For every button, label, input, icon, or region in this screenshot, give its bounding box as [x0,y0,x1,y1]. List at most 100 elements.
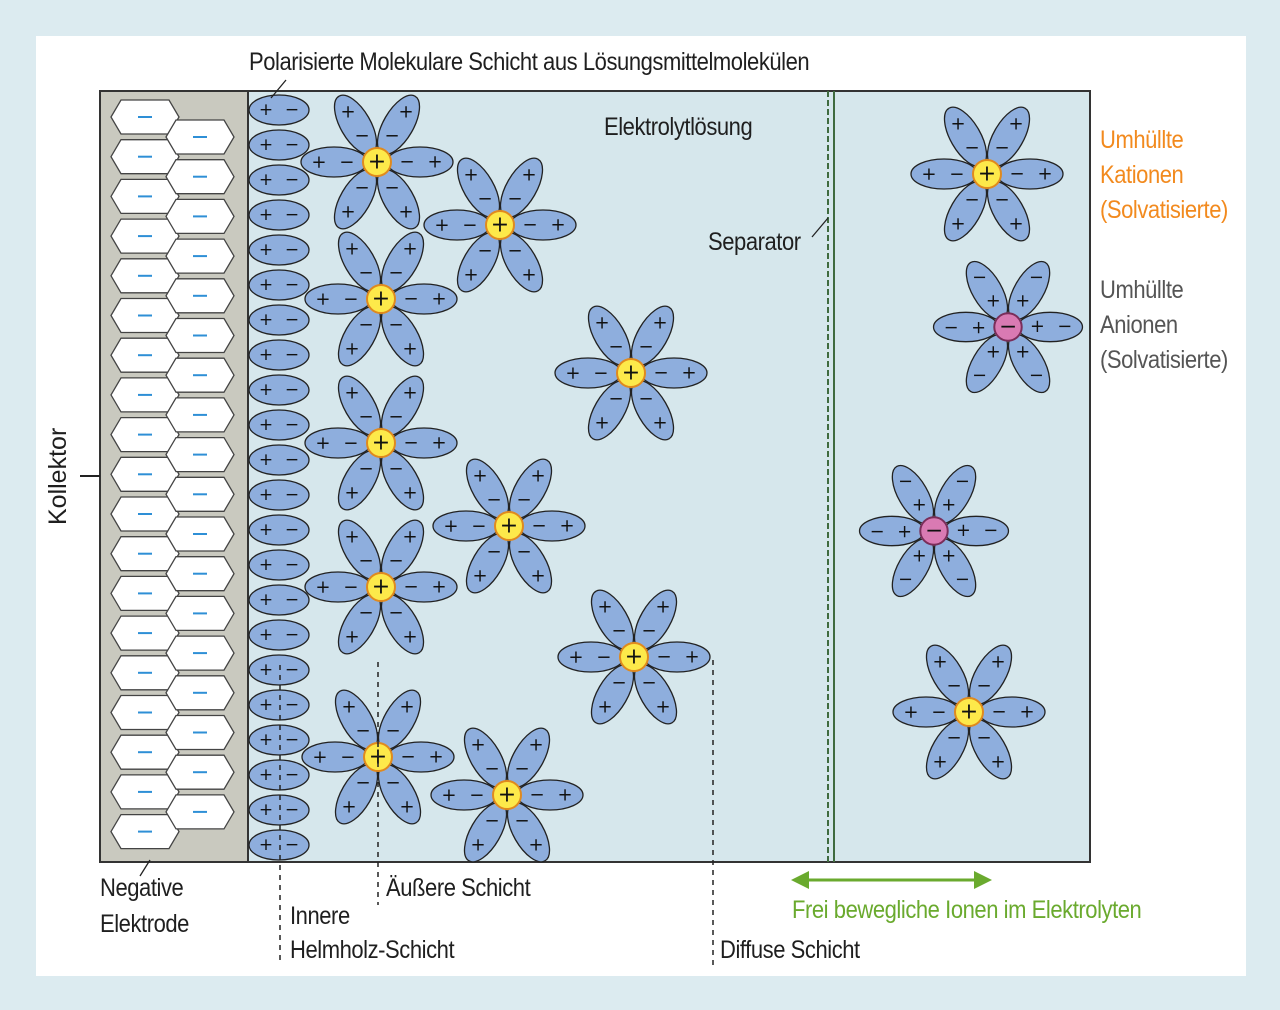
petal-outer-sign: + [443,516,458,537]
petal-inner-sign: − [946,676,961,697]
petal-inner-sign: − [946,727,961,748]
petal-inner-sign: − [611,621,626,642]
petal-outer-sign: + [521,265,536,286]
petal-outer-sign: + [402,627,417,648]
petal-inner-sign: − [358,602,373,623]
arrow-head-left [791,871,809,889]
petal-outer-sign: + [594,413,609,434]
petal-inner-sign: − [638,337,653,358]
petal-inner-sign: − [656,647,671,668]
petal-inner-sign: − [486,490,501,511]
petal-outer-sign: + [344,238,359,259]
petal-inner-sign: − [522,215,537,236]
solvent-petal: −+ [893,697,959,727]
minus-sign: − [285,660,299,680]
solvent-petal: −+ [302,742,368,772]
ion-charge: + [372,431,390,456]
negative-electrode-label-2: Elektrode [100,910,189,939]
petal-inner-sign: − [531,516,546,537]
plus-sign: + [259,625,273,645]
petal-outer-sign: + [431,289,446,310]
petal-inner-sign: − [471,516,486,537]
petal-outer-sign: + [528,734,543,755]
petal-outer-sign: + [341,797,356,818]
petal-inner-sign: + [986,342,1001,362]
petal-outer-sign: + [315,433,330,454]
ion-charge: + [622,361,640,386]
petal-outer-sign: + [315,289,330,310]
petal-inner-sign: + [912,546,927,566]
plus-sign: + [259,415,273,435]
petal-inner-sign: − [994,189,1009,210]
petal-outer-sign: + [344,526,359,547]
petal-outer-sign: + [655,697,670,718]
petal-outer-sign: + [950,214,965,235]
cations-label-3: (Solvatisierte) [1100,196,1228,225]
minus-sign: − [285,310,299,330]
petal-outer-sign: + [921,164,936,185]
petal-outer-sign: − [898,472,913,492]
petal-inner-sign: − [388,314,403,335]
solvent-petal: −+ [911,159,977,189]
petal-inner-sign: − [484,759,499,780]
petal-inner-sign: − [385,721,400,742]
minus-sign: − [285,485,299,505]
petal-outer-sign: + [557,785,572,806]
plus-sign: + [259,450,273,470]
petal-inner-sign: − [388,551,403,572]
petal-inner-sign: − [994,138,1009,159]
solvent-petal: +− [944,516,1009,545]
petal-outer-sign: + [399,696,414,717]
minus-sign: − [285,695,299,715]
solvent-petal: −+ [433,511,499,541]
petal-inner-sign: − [484,810,499,831]
plus-sign: + [259,695,273,715]
petal-outer-sign: + [344,382,359,403]
solvent-petal: −+ [391,428,457,458]
ion-charge: + [372,287,390,312]
petal-inner-sign: − [339,152,354,173]
minus-sign: − [285,240,299,260]
minus-sign: − [285,205,299,225]
petal-inner-sign: − [1009,164,1024,185]
solvent-petal: −+ [305,284,371,314]
minus-sign: − [285,100,299,120]
plus-sign: + [259,800,273,820]
petal-inner-sign: − [384,126,399,147]
petal-outer-sign: + [652,413,667,434]
cations-label-2: Kationen [1100,161,1183,190]
petal-outer-sign: + [341,696,356,717]
ion-charge: + [498,783,516,808]
petal-outer-sign: + [472,566,487,587]
petal-inner-sign: − [403,577,418,598]
petal-inner-sign: − [388,407,403,428]
petal-outer-sign: + [311,152,326,173]
solvent-petal: −+ [388,742,454,772]
petal-inner-sign: − [641,672,656,693]
petal-inner-sign: − [358,314,373,335]
solvent-petal: −+ [391,284,457,314]
petal-outer-sign: − [955,570,970,590]
petal-outer-sign: − [870,521,885,541]
petal-inner-sign: − [358,458,373,479]
cations-label-1: Umhüllte [1100,126,1183,155]
petal-inner-sign: − [507,189,522,210]
ion-charge: + [500,514,518,539]
petal-outer-sign: + [652,312,667,333]
petal-inner-sign: − [343,289,358,310]
petal-inner-sign: − [477,240,492,261]
petal-outer-sign: + [528,835,543,856]
petal-inner-sign: − [462,215,477,236]
petal-outer-sign: + [399,797,414,818]
petal-inner-sign: + [912,496,927,516]
ion-charge: + [960,700,978,725]
petal-outer-sign: + [315,577,330,598]
petal-outer-sign: + [402,526,417,547]
petal-inner-sign: + [897,521,912,541]
petal-outer-sign: + [530,465,545,486]
electrolyte-label: Elektrolytlösung [604,113,752,142]
petal-outer-sign: + [431,577,446,598]
petal-outer-sign: + [903,702,918,723]
petal-inner-sign: + [1015,292,1030,312]
